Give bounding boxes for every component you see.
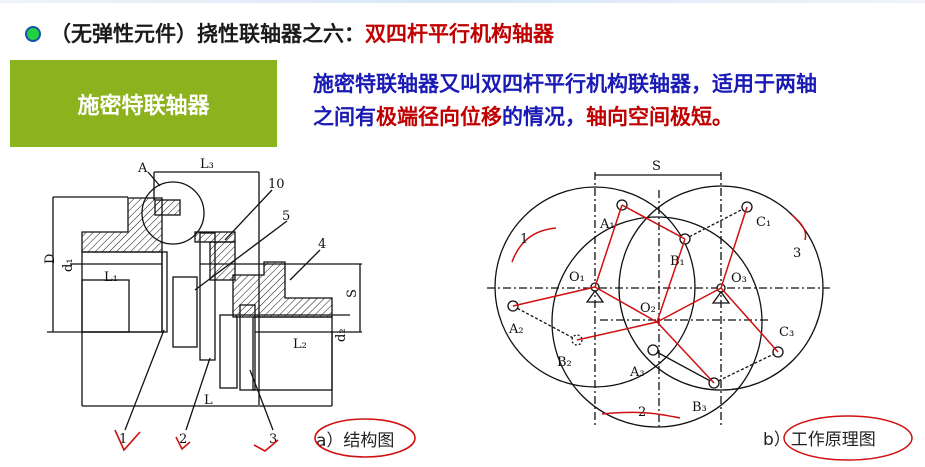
description-highlight-1: 极端径向位移 (376, 105, 502, 129)
label-d1: d₁ (61, 258, 76, 272)
label-5: 5 (282, 209, 290, 224)
label-A1: A₁ (599, 217, 615, 232)
label-L1: L₁ (104, 270, 118, 285)
structure-annotations (114, 418, 416, 458)
description-part3: 的情况， (502, 105, 586, 129)
label-A3: A₃ (629, 365, 645, 380)
principle-labels: S A₁ B₁ C₁ O₁ O₂ O₃ A₂ B₂ A₃ B₃ C₃ 1 2 3… (508, 159, 876, 450)
description-part1: 施密特联轴器又叫双四杆平行机构联轴器，适用于两轴之间有 (313, 72, 817, 129)
label-disk-3: 3 (793, 246, 801, 261)
label-part-3: 3 (269, 432, 277, 447)
label-B1: B₁ (670, 254, 685, 269)
label-L3: L₃ (200, 157, 214, 172)
label-B3: B₃ (692, 400, 707, 415)
label-d2: d₂ (334, 328, 349, 342)
slide-title: （无弹性元件）挠性联轴器之六：双四杆平行机构轴器 (50, 18, 554, 48)
label-disk-1: 1 (520, 232, 528, 247)
label-L: L (204, 393, 213, 408)
structure-labels: A L₃ 10 5 4 D d₁ L₁ S d₂ L₂ L 1 2 3 a）结构… (43, 157, 394, 451)
principle-diagram (487, 172, 830, 430)
label-A2: A₂ (508, 322, 524, 337)
top-bar (0, 0, 925, 3)
structure-caption: a）结构图 (316, 431, 394, 451)
principle-red-links (511, 204, 913, 461)
coupling-name-label: 施密特联轴器 (77, 93, 210, 119)
label-disk-2: 2 (638, 405, 646, 420)
label-O3: O₃ (731, 271, 747, 286)
label-C3: C₃ (779, 325, 794, 340)
label-A: A (137, 161, 148, 176)
label-D: D (43, 254, 58, 264)
label-C1: C₁ (756, 215, 771, 230)
bullet-icon (25, 26, 41, 42)
label-L2: L₂ (293, 337, 307, 352)
label-part-2: 2 (179, 432, 187, 447)
label-10: 10 (268, 177, 285, 192)
title-prefix: （无弹性元件）挠性联轴器之六： (50, 22, 365, 46)
structure-diagram (47, 171, 362, 431)
principle-caption: b）工作原理图 (763, 430, 876, 450)
description-highlight-2: 轴向空间极短。 (586, 105, 733, 129)
label-part-1: 1 (119, 432, 127, 447)
label-O2: O₂ (640, 301, 656, 316)
label-S-principle: S (652, 159, 661, 174)
label-B2: B₂ (557, 355, 572, 370)
label-O1: O₁ (569, 270, 585, 285)
coupling-name-box: 施密特联轴器 (10, 60, 277, 147)
label-S: S (345, 289, 360, 298)
title-highlight: 双四杆平行机构轴器 (365, 22, 554, 46)
description-text: 施密特联轴器又叫双四杆平行机构联轴器，适用于两轴之间有极端径向位移的情况，轴向空… (313, 68, 833, 134)
label-4: 4 (318, 237, 326, 252)
